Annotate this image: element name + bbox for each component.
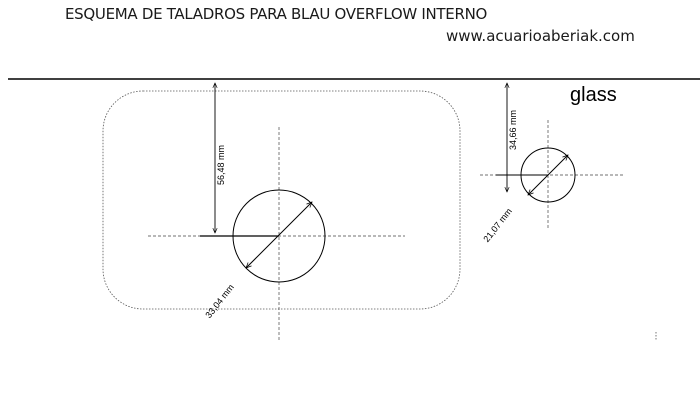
big-hole-diameter-line xyxy=(246,202,312,268)
small-hole-offset-label: 34,66 mm xyxy=(508,110,518,150)
big-hole-diameter-label: 33,04 mm xyxy=(203,282,236,320)
glass-label: glass xyxy=(570,84,617,106)
overflow-outline xyxy=(102,90,461,310)
diagram-title: ESQUEMA DE TALADROS PARA BLAU OVERFLOW I… xyxy=(65,5,488,23)
big-hole-offset-label: 56,48 mm xyxy=(216,145,226,185)
small-hole-diameter-label: 21,07 mm xyxy=(481,206,514,244)
website-url: www.acuarioaberiak.com xyxy=(446,27,635,45)
